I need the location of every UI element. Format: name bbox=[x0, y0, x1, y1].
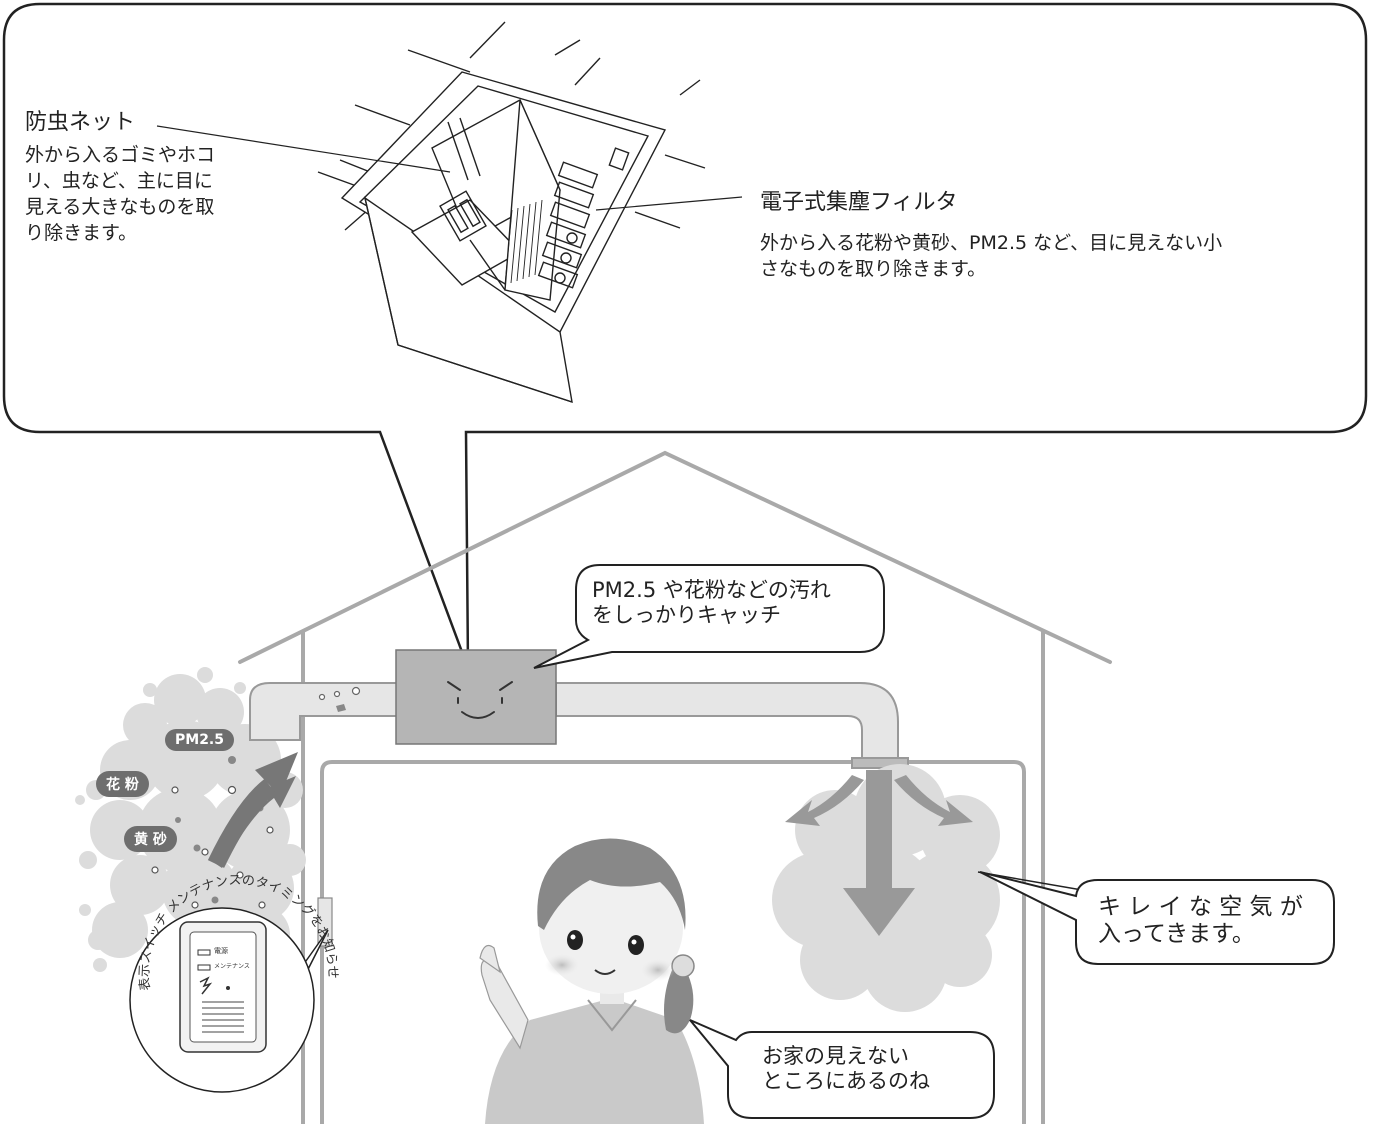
girl-bubble-text: お家の見えない ところにあるのね bbox=[762, 1044, 930, 1093]
filter-unit-drawing bbox=[317, 21, 706, 404]
tag-yellow-sand: 黄 砂 bbox=[124, 826, 177, 852]
catch-bubble bbox=[533, 564, 885, 669]
wall-switch bbox=[129, 897, 333, 1093]
girl-figure bbox=[479, 838, 704, 1124]
switch-label-power: 電源 bbox=[214, 947, 228, 955]
inflow-arrow bbox=[207, 752, 298, 868]
clean-air-bubble-text: キ レ イ な 空 気 が 入ってきます。 bbox=[1098, 894, 1303, 947]
filter-box-face bbox=[395, 649, 557, 745]
insect-net-desc: 外から入るゴミやホコ リ、虫など、主に目に 見える大きなものを取 り除きます。 bbox=[25, 144, 216, 244]
air-arrow bbox=[785, 770, 973, 936]
switch-label-maintenance: メンテナンス bbox=[214, 963, 250, 970]
clean-air-bubble bbox=[979, 871, 1335, 965]
duct bbox=[249, 682, 909, 769]
insect-net-title: 防虫ネット bbox=[25, 110, 136, 135]
electronic-filter-desc: 外から入る花粉や黄砂、PM2.5 など、目に見えない小 さなものを取り除きます。 bbox=[760, 232, 1223, 280]
duct-debris bbox=[336, 704, 346, 712]
tag-pollen: 花 粉 bbox=[96, 771, 149, 797]
leader-lines bbox=[156, 125, 743, 211]
electronic-filter-title: 電子式集塵フィルタ bbox=[760, 190, 958, 215]
girl-bubble bbox=[689, 1019, 995, 1119]
catch-bubble-text: PM2.5 や花粉などの汚れ をしっかりキャッチ bbox=[592, 578, 831, 627]
tag-pm25: PM2.5 bbox=[165, 729, 234, 751]
duct-particles bbox=[318, 686, 361, 701]
